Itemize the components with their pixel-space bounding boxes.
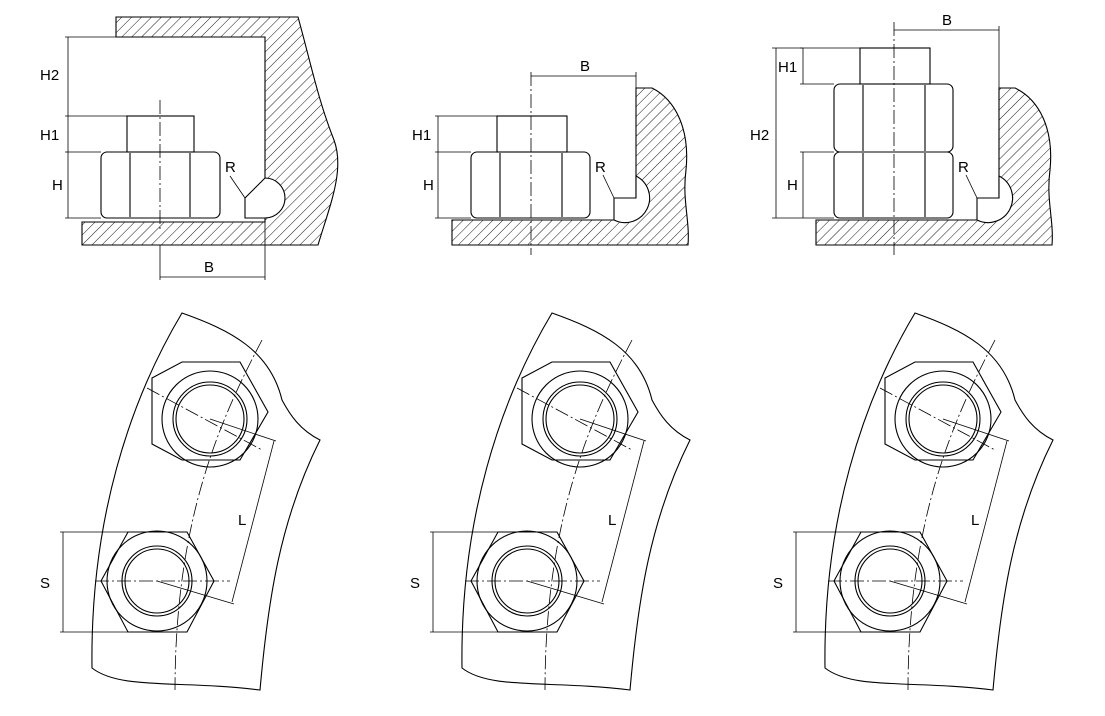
label-l: L	[608, 512, 616, 529]
plan-view-middle: L S	[410, 312, 691, 691]
label-r: R	[595, 159, 606, 176]
nut	[470, 151, 591, 219]
hex-nut-upper	[884, 361, 1002, 461]
label-h: H	[52, 177, 63, 194]
fillet	[976, 175, 1014, 224]
label-s: S	[410, 575, 420, 592]
label-s: S	[40, 575, 50, 592]
hex-nut-lower	[470, 531, 585, 633]
radius-leader	[229, 175, 246, 199]
flange-outline	[461, 312, 691, 691]
side-view-left: H2 H1 H R B	[40, 16, 339, 280]
bolt-end	[859, 47, 931, 85]
label-r: R	[225, 159, 236, 176]
label-l: L	[238, 512, 246, 529]
flange-outline	[91, 312, 321, 691]
label-h1: H1	[412, 127, 431, 144]
fillet	[244, 177, 286, 219]
side-view-right: B H1 H2 H R	[750, 12, 1053, 255]
nut-lower	[833, 151, 954, 219]
hex-nut-lower	[833, 531, 948, 633]
label-s: S	[773, 575, 783, 592]
label-b: B	[942, 12, 952, 29]
label-h1: H1	[40, 127, 59, 144]
nut-upper	[833, 83, 954, 153]
bolt-end	[126, 115, 195, 153]
bolt-end	[496, 115, 568, 153]
label-h: H	[423, 177, 434, 194]
fillet	[613, 175, 651, 224]
label-r: R	[958, 159, 969, 176]
hex-nut-lower	[100, 531, 215, 633]
label-h: H	[787, 177, 798, 194]
nut	[100, 151, 221, 219]
label-h2: H2	[750, 127, 769, 144]
label-h2: H2	[40, 67, 59, 84]
wall-section	[815, 87, 1053, 246]
plan-view-left: L S	[40, 312, 321, 691]
wall-section	[451, 87, 689, 246]
hex-nut-upper	[521, 361, 639, 461]
label-b: B	[204, 259, 214, 276]
label-b: B	[580, 58, 590, 75]
label-h1: H1	[778, 59, 797, 76]
side-view-middle: B H1 H R	[412, 58, 689, 255]
plan-view-right: L S	[773, 312, 1054, 691]
hex-nut-upper	[151, 361, 269, 461]
wall-section	[81, 16, 339, 246]
flange-outline	[824, 312, 1054, 691]
label-l: L	[971, 512, 979, 529]
